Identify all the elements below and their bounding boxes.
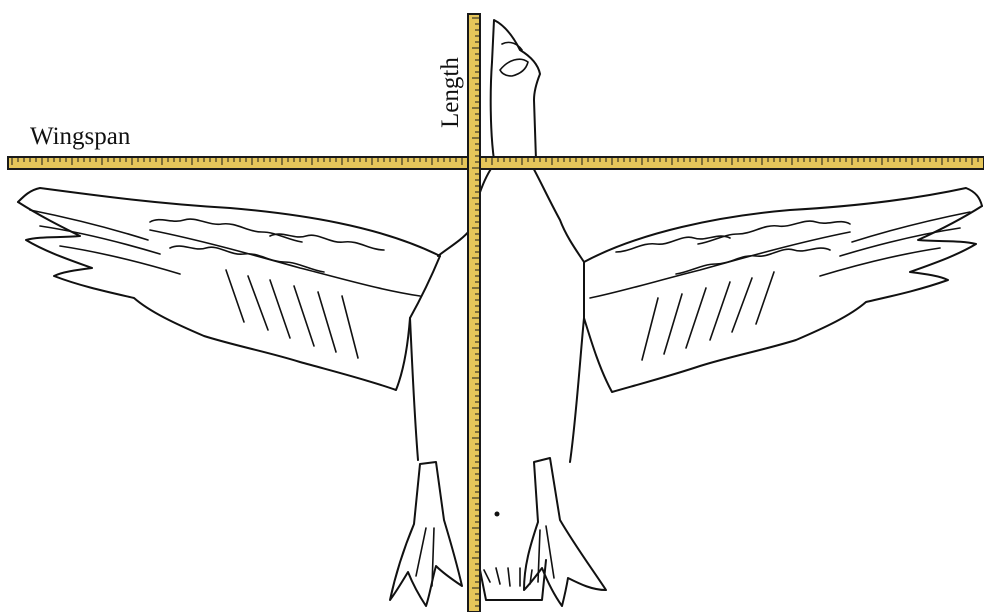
bird-head: [491, 20, 540, 160]
bird-outline-icon: [18, 20, 982, 606]
left-foot: [390, 462, 462, 606]
right-foot: [524, 458, 606, 606]
length-ruler: [468, 14, 480, 612]
wingspan-ruler: [8, 157, 984, 169]
bird-body: [410, 162, 584, 600]
length-label: Length: [437, 57, 464, 128]
right-wing: [584, 188, 982, 392]
wingspan-label: Wingspan: [30, 123, 131, 150]
left-wing: [18, 188, 440, 390]
wingspan-ruler-bar: [8, 157, 984, 169]
